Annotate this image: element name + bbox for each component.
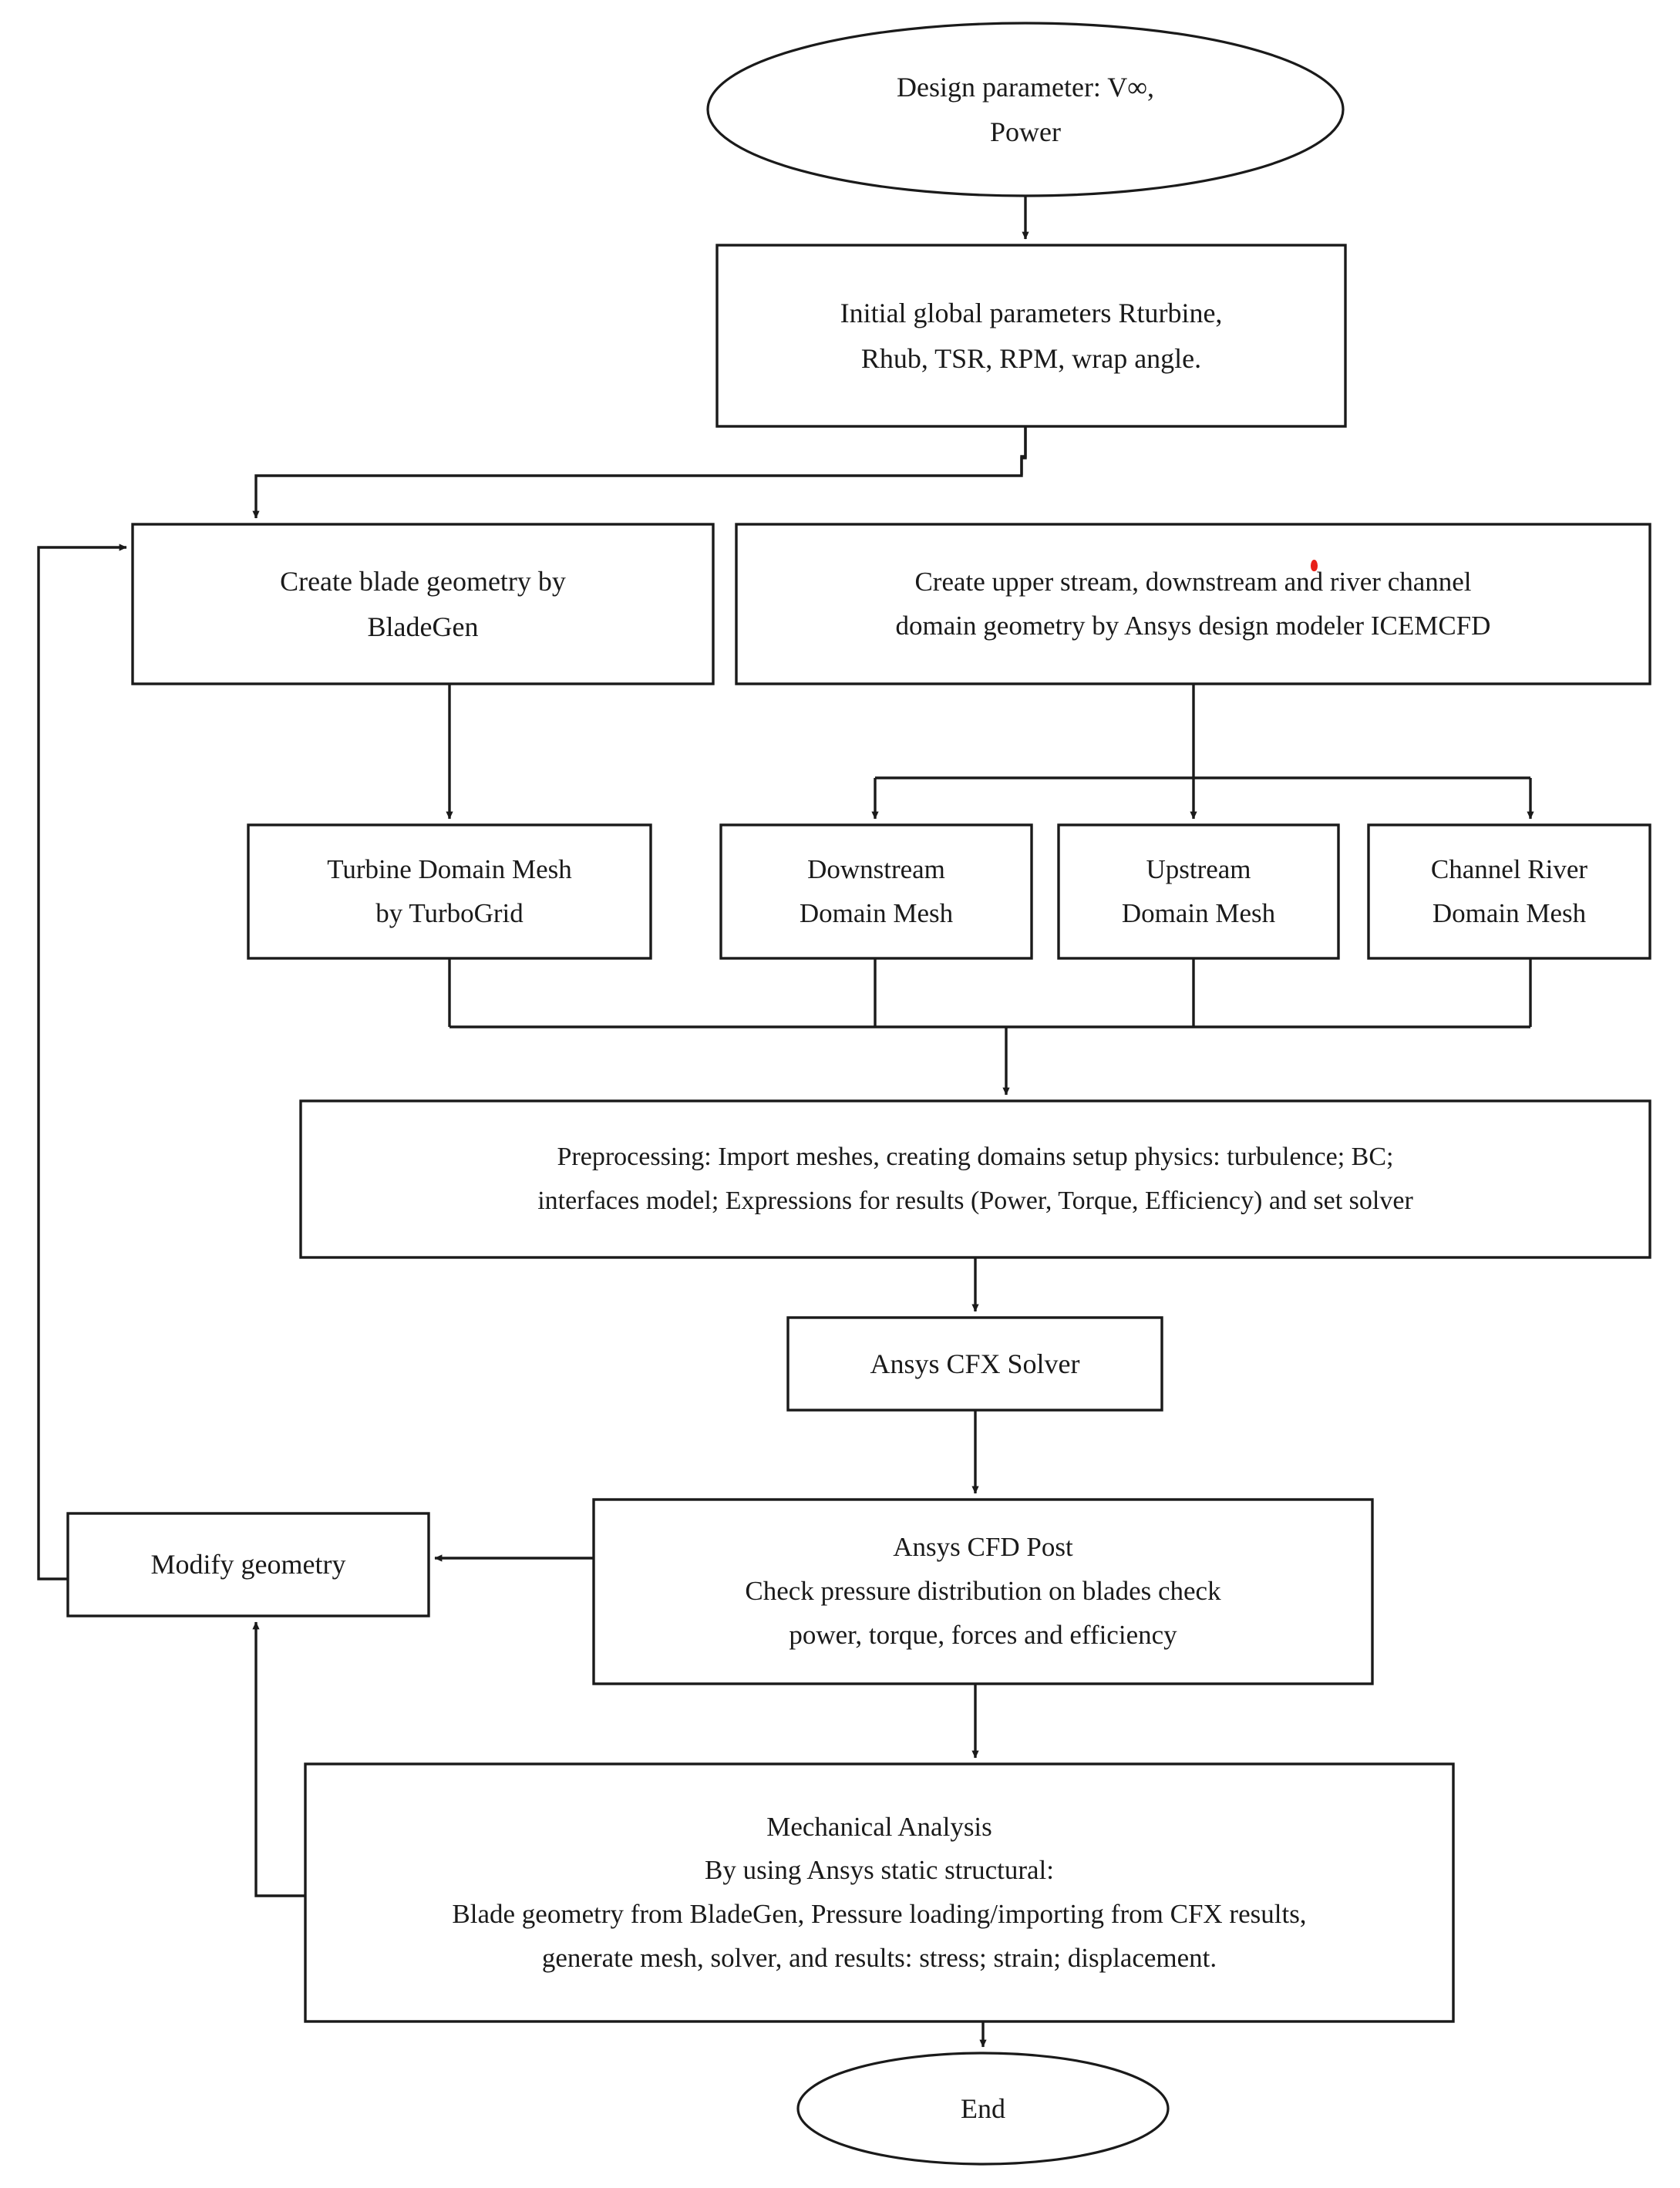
preprocessing-node-shape xyxy=(299,1099,1651,1259)
edge-modify-geometry-to-blade-geometry-line xyxy=(37,544,127,1580)
start-node-shape xyxy=(706,22,1345,197)
mechanical-analysis-node-shape xyxy=(304,1762,1455,2023)
edge-mechanical-analysis-to-modify-geometry-line xyxy=(252,1621,305,1897)
edge-initial-params-to-blade-geometry-line2 xyxy=(252,426,1027,519)
downstream-domain-mesh-node-shape xyxy=(719,823,1033,960)
modify-geometry-node-shape xyxy=(66,1512,430,1617)
ansys-cfd-post-node-shape xyxy=(592,1498,1374,1685)
ansys-cfx-solver-node-shape xyxy=(786,1316,1163,1412)
initial-parameters-node-shape xyxy=(715,244,1347,428)
create-blade-geometry-node-shape xyxy=(131,523,715,685)
red-annotation-dot xyxy=(1311,560,1318,571)
upstream-domain-mesh-node-shape xyxy=(1057,823,1340,960)
channel-river-domain-mesh-node-shape xyxy=(1367,823,1651,960)
create-stream-geometry-node-shape xyxy=(735,523,1651,685)
turbine-domain-mesh-node-shape xyxy=(247,823,652,960)
end-node-shape xyxy=(796,2052,1170,2166)
